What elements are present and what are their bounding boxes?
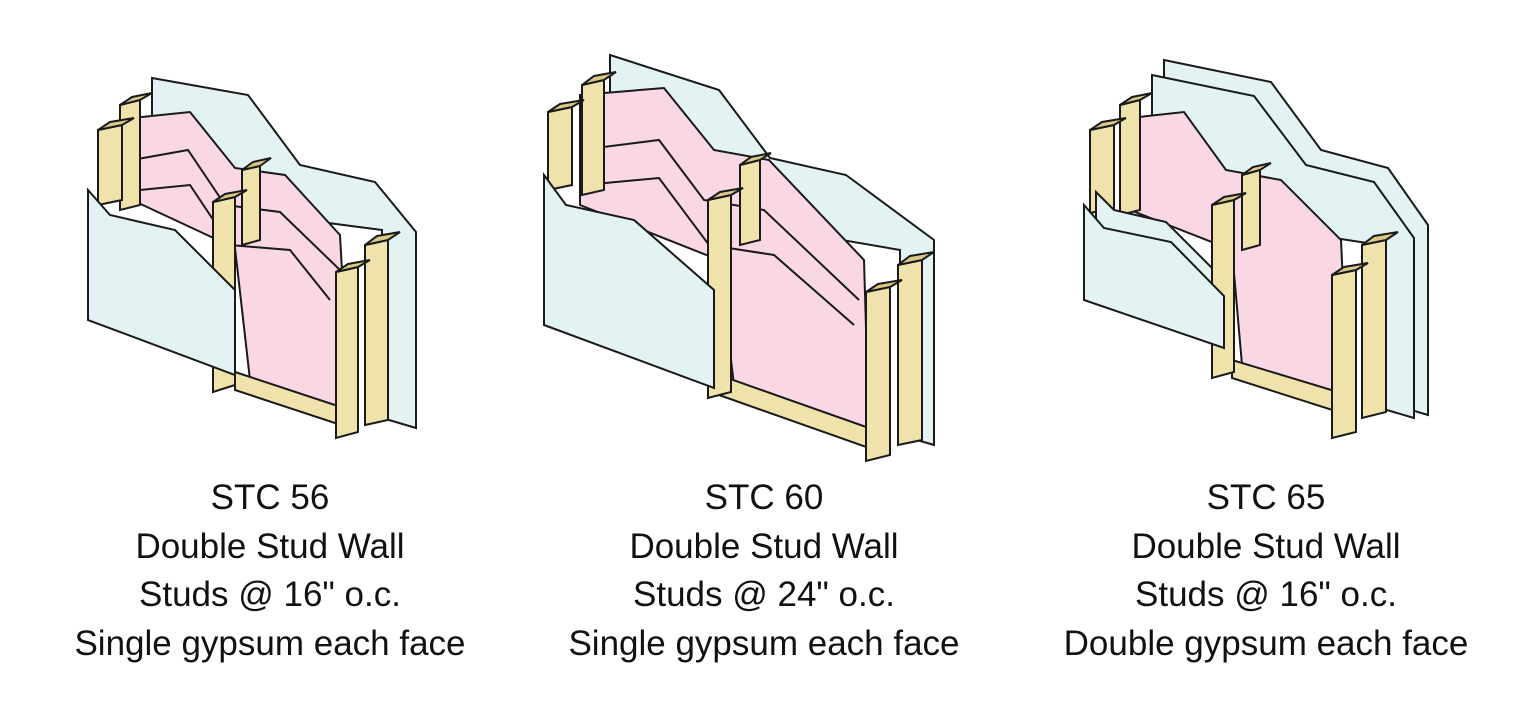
wall-type: Double Stud Wall: [135, 526, 405, 566]
stud-spacing: Studs @ 24" o.c.: [633, 575, 895, 614]
stud-back-right: [364, 231, 401, 427]
stud-back-middle: [739, 152, 772, 247]
stud-front-left: [547, 99, 585, 192]
stud-back-middle: [1241, 162, 1272, 252]
stud-front-right: [865, 279, 903, 463]
assembly-panel-stc56: STC 56 Double Stud Wall Studs @ 16" o.c.…: [20, 0, 520, 708]
stud-spacing: Studs @ 16" o.c.: [139, 575, 401, 614]
stud-back-right: [897, 251, 935, 447]
assembly-caption: STC 65 Double Stud Wall Studs @ 16" o.c.…: [1016, 474, 1516, 668]
stud-front-right: [335, 259, 371, 440]
stud-back-left: [1119, 92, 1153, 217]
assembly-panel-stc65: STC 65 Double Stud Wall Studs @ 16" o.c.…: [1016, 0, 1516, 708]
wall-section-illustration: [543, 53, 935, 463]
stud-spacing: Studs @ 16" o.c.: [1135, 575, 1397, 614]
gypsum-layers: Double gypsum each face: [1063, 623, 1469, 663]
assembly-caption: STC 56 Double Stud Wall Studs @ 16" o.c.…: [20, 474, 520, 668]
stud-back-middle: [241, 157, 272, 247]
stc-rating: STC 65: [1206, 478, 1326, 517]
stud-front-right: [1331, 262, 1369, 440]
assembly-panel-stc60: STC 60 Double Stud Wall Studs @ 24" o.c.…: [514, 0, 1014, 708]
assembly-caption: STC 60 Double Stud Wall Studs @ 24" o.c.…: [514, 474, 1014, 668]
gypsum-layers: Single gypsum each face: [568, 623, 960, 663]
stud-back-left: [581, 71, 617, 197]
stud-back-right: [1361, 231, 1399, 420]
wall-type: Double Stud Wall: [629, 526, 899, 566]
front-gypsum-board-outer: [1083, 202, 1225, 350]
stud-front-left: [97, 117, 135, 207]
wall-section-illustration: [1083, 58, 1429, 440]
gypsum-layers: Single gypsum each face: [74, 623, 466, 663]
front-gypsum-board: [543, 171, 715, 390]
wall-section-illustration: [87, 76, 417, 440]
wall-type: Double Stud Wall: [1131, 526, 1401, 566]
stc-rating: STC 56: [210, 478, 330, 517]
stud-back-left: [119, 92, 153, 212]
front-gypsum-board: [87, 187, 236, 377]
stc-rating: STC 60: [704, 478, 824, 517]
